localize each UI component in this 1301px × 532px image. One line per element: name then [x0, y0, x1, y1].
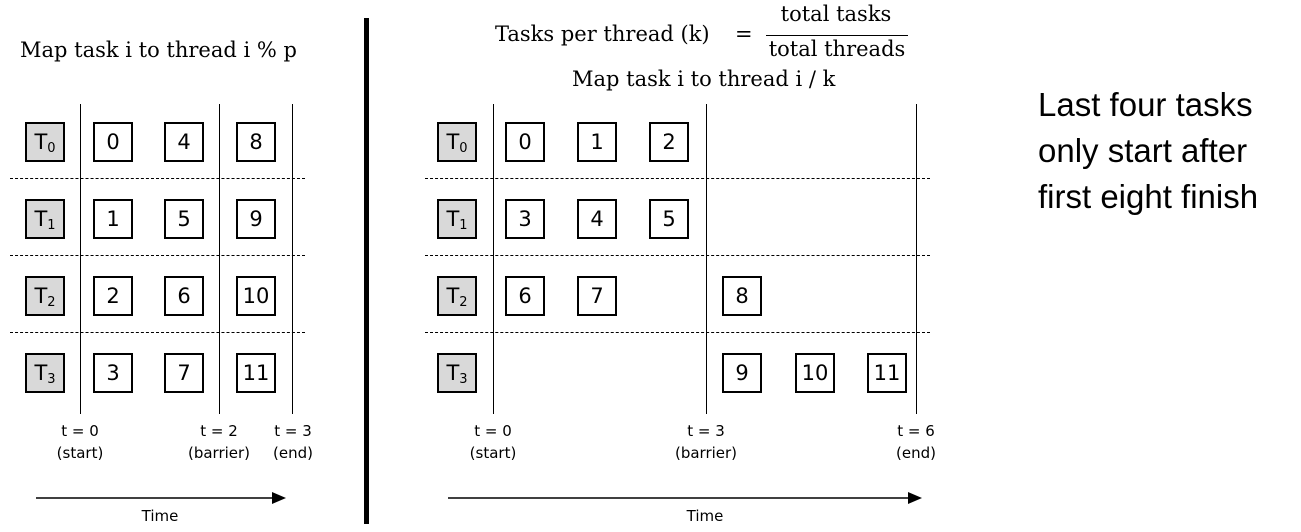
right-time-axis-label: Time — [686, 507, 724, 525]
note-text: Last four tasks only start after first e… — [1038, 82, 1258, 220]
left-time-arrow — [36, 492, 286, 504]
left-timeline-start — [80, 104, 81, 414]
right-time-mark-barrier: t = 3(barrier) — [674, 422, 738, 462]
right-task: 5 — [649, 199, 689, 239]
left-row-separator — [10, 255, 305, 256]
left-task: 10 — [236, 276, 276, 316]
left-time-mark-start: t = 0(start) — [56, 422, 104, 462]
left-row-separator — [10, 332, 305, 333]
note-line: Last four tasks — [1038, 86, 1253, 123]
left-time-mark-barrier: t = 2(barrier) — [187, 422, 251, 462]
right-task: 3 — [505, 199, 545, 239]
right-row-separator — [425, 332, 930, 333]
right-timeline-barrier — [706, 104, 707, 414]
left-task: 3 — [93, 353, 133, 393]
left-row-separator — [10, 178, 305, 179]
right-task: 9 — [722, 353, 762, 393]
formula-equals: = — [735, 22, 753, 46]
right-time-mark-start: t = 0(start) — [469, 422, 517, 462]
right-task: 11 — [867, 353, 907, 393]
panel-divider — [364, 18, 369, 524]
right-timeline-start — [493, 104, 494, 414]
left-timeline-end — [292, 104, 293, 414]
left-task: 1 — [93, 199, 133, 239]
left-task: 9 — [236, 199, 276, 239]
left-title: Map task i to thread i % p — [20, 38, 297, 62]
left-time-axis-label: Time — [141, 507, 179, 525]
right-time-arrow — [448, 492, 922, 504]
right-time-mark-end: t = 6(end) — [896, 422, 936, 462]
right-title: Map task i to thread i / k — [572, 67, 836, 91]
right-row-separator — [425, 255, 930, 256]
right-task: 7 — [577, 276, 617, 316]
left-task: 8 — [236, 122, 276, 162]
left-task: 5 — [164, 199, 204, 239]
left-task: 4 — [164, 122, 204, 162]
right-row-separator — [425, 178, 930, 179]
right-task: 10 — [795, 353, 835, 393]
left-task: 11 — [236, 353, 276, 393]
formula-numerator: total tasks — [780, 2, 892, 26]
right-task: 1 — [577, 122, 617, 162]
right-task: 4 — [577, 199, 617, 239]
formula-denominator: total threads — [768, 37, 906, 61]
left-timeline-barrier — [219, 104, 220, 414]
right-task: 6 — [505, 276, 545, 316]
right-timeline-end — [916, 104, 917, 414]
left-task: 7 — [164, 353, 204, 393]
left-task: 6 — [164, 276, 204, 316]
right-task: 0 — [505, 122, 545, 162]
right-task: 2 — [649, 122, 689, 162]
left-time-mark-end: t = 3(end) — [273, 422, 313, 462]
formula-lhs: Tasks per thread (k) — [495, 22, 710, 46]
right-task: 8 — [722, 276, 762, 316]
formula-fraction-bar — [766, 35, 908, 36]
left-task: 0 — [93, 122, 133, 162]
left-task: 2 — [93, 276, 133, 316]
note-line: first eight finish — [1038, 178, 1259, 215]
note-line: only start after — [1038, 132, 1248, 169]
